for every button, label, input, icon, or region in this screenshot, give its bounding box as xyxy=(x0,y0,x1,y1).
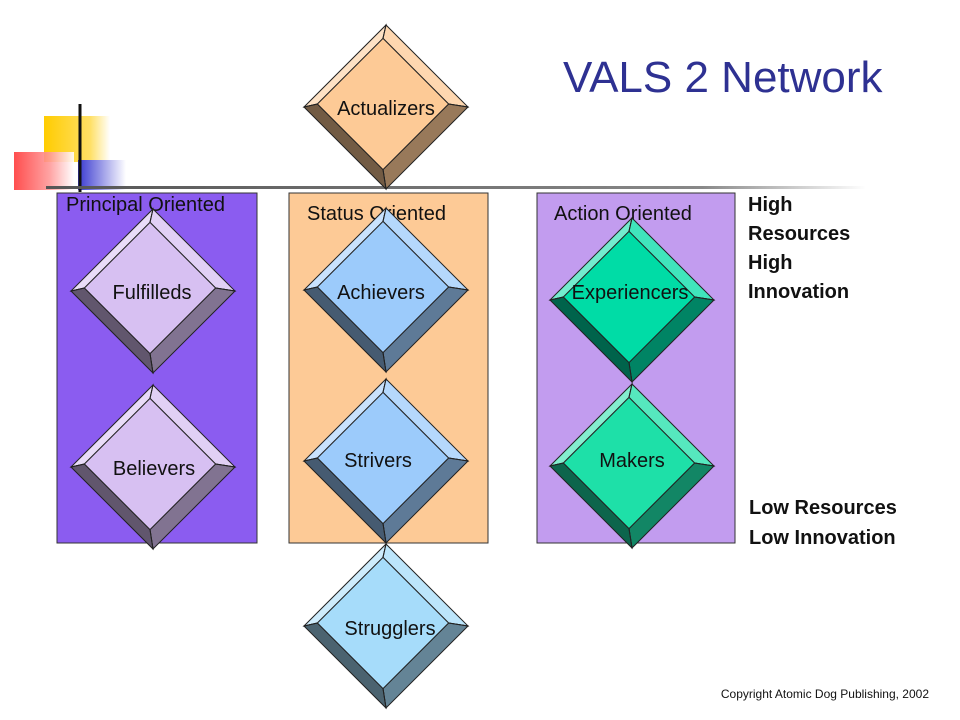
diamond-bevel-edge xyxy=(628,362,633,383)
high-label-line: High xyxy=(748,194,792,216)
low-resources-labels: Low Resources Low Innovation xyxy=(749,497,897,549)
blue-square xyxy=(78,160,126,190)
horizontal-divider xyxy=(46,186,866,189)
diamond-bevel-edge xyxy=(382,378,387,393)
low-label-line: Low Resources xyxy=(749,497,897,519)
segment-diamond-actualizers: Actualizers xyxy=(302,23,470,191)
segment-label: Fulfilleds xyxy=(113,282,192,304)
column-label-status: Status Oriented xyxy=(307,203,446,225)
diamond-bevel-edge xyxy=(382,352,387,373)
diamond-bevel-edge xyxy=(303,103,318,108)
diamond-bevel-edge xyxy=(628,217,633,232)
decorative-squares xyxy=(14,104,126,192)
diamond-bevel-edge xyxy=(303,457,318,462)
diamond-bevel-edge xyxy=(215,287,236,292)
segment-diamond-achievers: Achievers xyxy=(302,206,470,374)
diamond-bevel-edge xyxy=(382,688,387,709)
diamond-bevel-edge xyxy=(448,622,469,627)
segment-diamond-makers: Makers xyxy=(548,382,716,550)
diamond-bevel-edge xyxy=(70,463,85,468)
diamond-bevel-edge xyxy=(149,208,154,223)
diamond-bevel-edge xyxy=(549,462,564,467)
diamond-bevel-edge xyxy=(303,286,318,291)
copyright-text: Copyright Atomic Dog Publishing, 2002 xyxy=(721,687,929,701)
diamond-bevel-edge xyxy=(149,353,154,374)
segment-label: Actualizers xyxy=(337,98,435,120)
diamond-bevel-edge xyxy=(628,383,633,398)
segment-diamond-fulfilleds: Fulfilleds xyxy=(69,207,237,375)
segment-diamond-strugglers: Strugglers xyxy=(302,542,470,710)
diamond-bevel-edge xyxy=(694,462,715,467)
diamond-bevel-edge xyxy=(628,528,633,549)
diamond-bevel-edge xyxy=(149,529,154,550)
diamond-bevel-edge xyxy=(70,287,85,292)
diamond-bevel-edge xyxy=(382,207,387,222)
segment-diamond-believers: Believers xyxy=(69,383,237,551)
segment-label: Makers xyxy=(599,450,665,472)
diamond-bevel-edge xyxy=(448,103,469,108)
diamond-bevel-edge xyxy=(448,286,469,291)
high-label-line: Resources xyxy=(748,223,850,245)
column-label-principal: Principal Oriented xyxy=(66,194,225,216)
page-title: VALS 2 Network xyxy=(563,53,884,102)
high-label-line: Innovation xyxy=(748,281,849,303)
high-label-line: High xyxy=(748,252,792,274)
segment-label: Believers xyxy=(113,458,195,480)
diamond-bevel-edge xyxy=(382,543,387,558)
diamond-bevel-edge xyxy=(694,296,715,301)
low-label-line: Low Innovation xyxy=(749,527,896,549)
diamond-bevel-edge xyxy=(303,622,318,627)
diamond-bevel-edge xyxy=(149,384,154,399)
diamond-bevel-edge xyxy=(549,296,564,301)
high-resources-labels: High Resources High Innovation xyxy=(748,194,850,303)
red-square xyxy=(14,152,74,190)
diamond-bevel-edge xyxy=(382,24,387,39)
segment-label: Strugglers xyxy=(344,618,435,640)
diamond-bevel-edge xyxy=(382,169,387,190)
segment-label: Achievers xyxy=(337,282,425,304)
diamond-bevel-edge xyxy=(448,457,469,462)
diamond-bevel-edge xyxy=(382,523,387,544)
diamond-bevel-edge xyxy=(215,463,236,468)
segment-diamond-experiencers: Experiencers xyxy=(548,216,716,384)
segment-label: Experiencers xyxy=(572,282,689,304)
segment-label: Strivers xyxy=(344,450,412,472)
column-label-action: Action Oriented xyxy=(554,203,692,225)
segment-diamond-strivers: Strivers xyxy=(302,377,470,545)
